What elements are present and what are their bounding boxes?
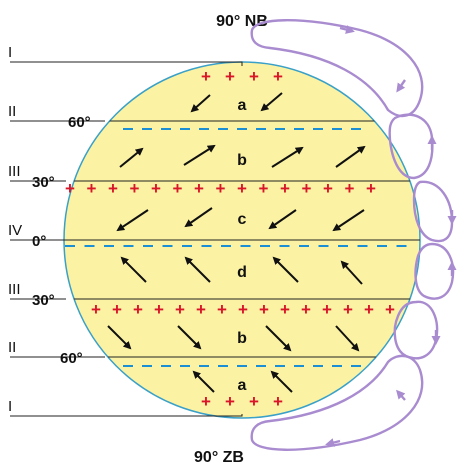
wind-arrow-s-a-1 [192,370,215,393]
high-pressure-n30-1: + [65,179,75,198]
zone-label-n-b: b [237,152,247,169]
high-pressure-s30-1: + [91,300,101,319]
high-pressure-n30-8: + [216,179,226,198]
high-pressure-n30-9: + [237,179,247,198]
zone-label-s-a: a [238,377,247,394]
wind-arrow-n-c-1 [116,209,149,232]
high-pressure-south-pole-3: + [249,392,259,411]
roman-ii-bot: II [8,339,16,356]
high-pressure-n30-3: + [108,179,118,198]
roman-ii-top: II [8,103,16,120]
high-pressure-n30-11: + [280,179,290,198]
cell-hadley-north [412,180,454,243]
wind-arrow-n-c-4 [332,209,365,232]
high-pressure-south-pole-2: + [225,392,235,411]
lat-label-n60: 60° [68,114,91,131]
high-pressure-n30-6: + [173,179,183,198]
high-pressure-s30-14: + [364,300,374,319]
roman-i-top: I [8,44,12,61]
wind-arrow-s-d-4 [340,260,363,285]
wind-arrow-n-b-2 [183,144,216,166]
zone-label-s-d: d [237,264,247,281]
leader-i-bot [10,414,243,417]
roman-iii-top: III [8,163,21,180]
cell-arrow-1 [339,25,355,34]
wind-arrow-s-d-3 [272,256,299,283]
high-pressure-north-pole-4: + [273,67,283,86]
high-pressure-n30-14: + [345,179,355,198]
wind-arrow-s-d-2 [184,256,211,283]
wind-arrow-s-d-1 [120,256,147,283]
high-pressure-n30-13: + [323,179,333,198]
wind-arrow-n-b-3 [271,146,304,168]
high-pressure-s30-10: + [280,300,290,319]
cell-arrow-7 [396,389,406,401]
high-pressure-n30-5: + [151,179,161,198]
high-pressure-s30-3: + [133,300,143,319]
high-pressure-s30-9: + [259,300,269,319]
zone-label-n-c: c [238,211,247,228]
cell-hadley-south [414,242,455,300]
wind-arrow-s-a-2 [270,370,293,393]
latitude-lines [64,120,420,358]
cell-arrow-8 [325,438,341,447]
lat-label-s30: 30° [32,292,55,309]
lat-label-n30: 30° [32,174,55,191]
high-pressure-south-pole-4: + [273,392,283,411]
high-pressure-s30-4: + [154,300,164,319]
cell-ferrel-north [388,113,434,180]
high-pressure-n30-4: + [130,179,140,198]
high-pressure-s30-8: + [238,300,248,319]
high-pressure-n30-12: + [302,179,312,198]
high-pressure-s30-2: + [112,300,122,319]
south-pole-label: 90° ZB [194,449,244,466]
wind-arrow-n-a-1 [190,94,211,113]
roman-i-bot: I [8,398,12,415]
lat-label-eq: 0° [32,233,46,250]
high-pressure-south-pole-1: + [201,392,211,411]
high-pressure-north-pole-3: + [249,67,259,86]
high-pressure-n30-7: + [194,179,204,198]
wind-arrow-n-a-2 [260,92,283,112]
high-pressure-n30-10: + [259,179,269,198]
high-pressure-s30-11: + [301,300,311,319]
high-pressure-s30-13: + [343,300,353,319]
cell-arrow-2 [396,79,406,93]
high-pressure-n30-2: + [87,179,97,198]
lat-label-s60: 60° [60,350,83,367]
zone-label-s-b: b [237,330,247,347]
high-pressure-s30-6: + [196,300,206,319]
zone-label-n-a: a [238,97,247,114]
wind-arrow-n-c-2 [184,207,213,228]
wind-arrow-n-b-1 [119,147,144,168]
wind-arrow-n-c-3 [268,209,297,230]
high-pressure-s30-15: + [385,300,395,319]
leader-lines [10,61,243,417]
wind-arrow-s-b-2 [177,325,202,350]
cell-ferrel-south [393,300,439,360]
north-pole-label: 90° NB [216,13,268,30]
high-pressure-s30-7: + [217,300,227,319]
wind-arrow-s-b-3 [265,325,292,352]
roman-iv: IV [8,222,22,239]
wind-arrow-n-b-4 [335,145,366,168]
circulation-cells [250,19,457,451]
high-pressure-north-pole-2: + [225,67,235,86]
wind-arrows [107,92,366,393]
leader-i-top [10,61,243,66]
high-pressure-north-pole-1: + [201,67,211,86]
wind-arrow-s-b-4 [335,325,360,352]
high-pressure-s30-12: + [322,300,332,319]
wind-arrow-s-b-1 [107,325,132,350]
pressure-markers: + + + + + + + + + + + + + + + + + + + + + + + + + + + + + + + + + + + + + + [65,67,407,411]
high-pressure-s30-5: + [175,300,185,319]
roman-iii-bot: III [8,281,21,298]
high-pressure-n30-15: + [366,179,376,198]
